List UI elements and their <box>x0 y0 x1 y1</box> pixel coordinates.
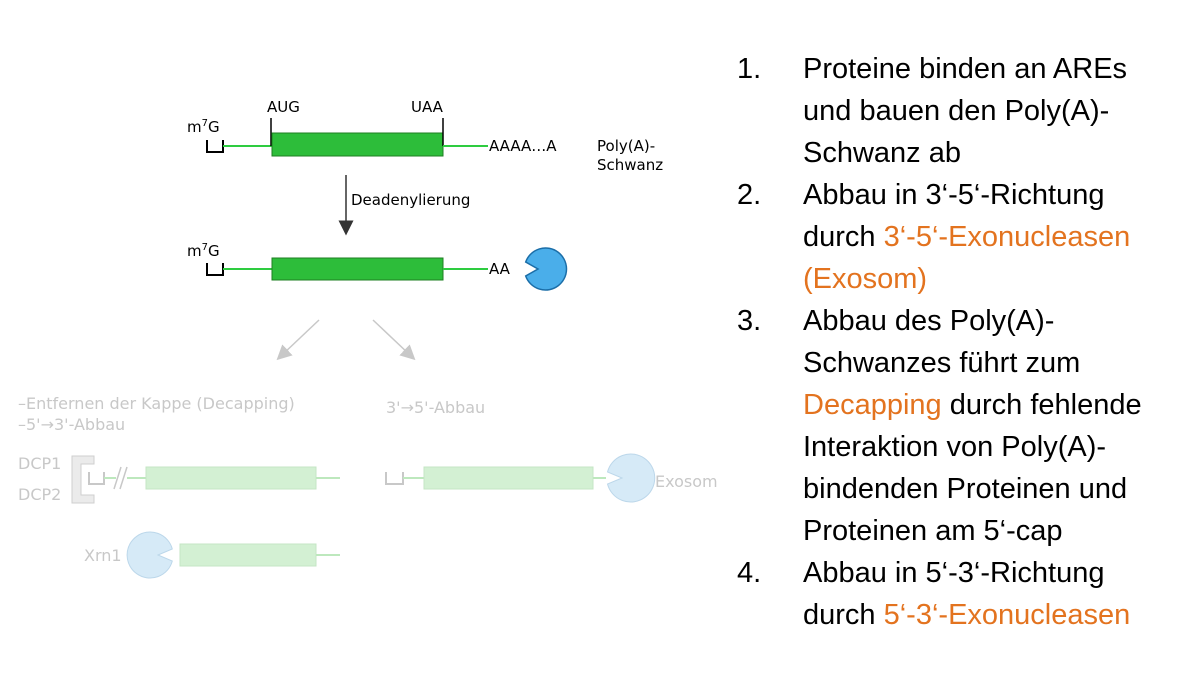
poly-a-sequence: AAAA…A <box>489 137 557 155</box>
short-tail-sequence: AA <box>489 260 511 278</box>
step-item: 1. Proteine binden an AREs und bauen den … <box>737 48 1177 174</box>
branch-arrow-left <box>276 319 320 361</box>
step-text: Abbau in 5‘-3‘-Richtung durch 5‘-3‘-Exon… <box>803 557 1130 631</box>
mrna-decay-diagram: m7G AUG UAA AAAA…A Poly(A)- Schwanz Dead… <box>18 98 718 579</box>
xrn1-label: Xrn1 <box>84 546 122 565</box>
step-text: Abbau in 3‘-5‘-Richtung durch 3‘-5‘-Exon… <box>803 179 1130 295</box>
step-number: 2. <box>737 179 762 211</box>
decapping-line2: –5'→3'-Abbau <box>18 415 125 434</box>
highlighted-term: 5‘-3‘-Exonucleasen <box>883 599 1131 631</box>
step-item: 2. Abbau in 3‘-5‘-Richtung durch 3‘-5‘-Ex… <box>737 174 1177 300</box>
poly-a-label-line2: Schwanz <box>597 156 663 174</box>
deadenylation-label: Deadenylierung <box>351 191 470 209</box>
step-text-part: Abbau in 5‘-3‘-Richtung durch <box>803 557 1105 631</box>
dcp-complex-icon <box>71 455 95 504</box>
cleavage-mark <box>119 466 128 490</box>
cap-label: m7G <box>187 118 220 136</box>
branch-arrow-right <box>372 319 416 361</box>
coding-region <box>271 257 444 281</box>
cleavage-mark <box>113 466 122 490</box>
step-number: 3. <box>737 305 762 337</box>
exosome-icon <box>606 453 656 503</box>
step-item: 4. Abbau in 5‘-3‘-Richtung durch 5‘-3‘-Ex… <box>737 552 1177 636</box>
three-to-five-label: 3'→5'-Abbau <box>386 398 485 417</box>
middle-mrna: m7G AA <box>187 242 568 291</box>
coding-region-faded <box>145 466 317 490</box>
cap-icon <box>88 472 105 485</box>
coding-region-faded <box>423 466 594 490</box>
exosome-branch: 3'→5'-Abbau Exosom <box>385 398 718 503</box>
highlighted-term: 3‘-5‘-Exonucleasen (Exosom) <box>803 221 1131 295</box>
stop-codon-label: UAA <box>411 98 444 116</box>
dcp1-label: DCP1 <box>18 454 61 473</box>
step-text-part: Abbau in 3‘-5‘-Richtung durch <box>803 179 1105 253</box>
step-text-part: durch fehlende Interaktion von Poly(A)-b… <box>803 389 1142 547</box>
exosome-label: Exosom <box>655 472 718 491</box>
step-text: Proteine binden an AREs und bauen den Po… <box>803 53 1127 169</box>
coding-region <box>271 132 444 157</box>
step-number: 1. <box>737 53 762 85</box>
xrn1-enzyme-icon <box>126 531 173 579</box>
highlighted-term: Decapping <box>803 389 942 421</box>
step-item: 3. Abbau des Poly(A)-Schwanzes führt zum … <box>737 300 1177 552</box>
decapping-branch: –Entfernen der Kappe (Decapping) –5'→3'-… <box>18 394 340 579</box>
decay-steps-list: 1. Proteine binden an AREs und bauen den … <box>737 48 1177 636</box>
step-number: 4. <box>737 557 762 589</box>
dcp2-label: DCP2 <box>18 485 61 504</box>
step-text: Abbau des Poly(A)-Schwanzes führt zum De… <box>803 305 1142 547</box>
top-mrna: m7G AUG UAA AAAA…A Poly(A)- Schwanz <box>187 98 663 174</box>
step-text-part: Proteine binden an AREs und bauen den Po… <box>803 53 1128 169</box>
start-codon-label: AUG <box>267 98 300 116</box>
step-text-part: Abbau des Poly(A)-Schwanzes führt zum <box>803 305 1081 379</box>
cap-icon <box>206 140 224 153</box>
decapping-line1: –Entfernen der Kappe (Decapping) <box>18 394 295 413</box>
exonuclease-icon <box>524 247 568 291</box>
cap-icon <box>206 263 224 276</box>
cap-label: m7G <box>187 242 220 260</box>
poly-a-label-line1: Poly(A)- <box>597 137 655 155</box>
coding-region-faded <box>179 543 317 567</box>
cap-icon <box>385 472 404 485</box>
